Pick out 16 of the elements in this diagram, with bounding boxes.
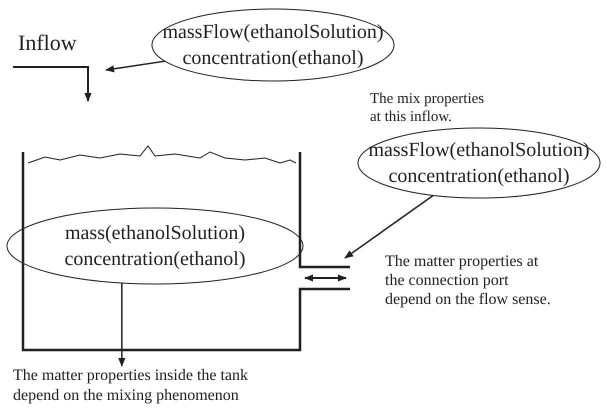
variable-text: mass(ethanolSolution): [65, 221, 245, 246]
variable-text: concentration(ethanol): [64, 247, 246, 272]
note-text: The matter properties at the connection port depend on the flow sense.: [385, 252, 552, 309]
property-ellipse: [7, 208, 303, 284]
variable-text: concentration(ethanol): [388, 164, 570, 189]
note-text: The mix properties at this inflow.: [370, 90, 486, 126]
property-ellipse: [152, 9, 394, 81]
arrow: [118, 283, 126, 367]
variable-text: concentration(ethanol): [182, 46, 364, 71]
arrow: [344, 194, 434, 259]
inflow-label: Inflow: [18, 30, 78, 55]
note-text: The matter properties inside the tank depend on the mixing phenomenon: [13, 366, 250, 406]
variable-text: massFlow(ethanolSolution): [162, 20, 384, 45]
arrow: [105, 60, 166, 72]
variable-text: massFlow(ethanolSolution): [368, 138, 590, 163]
property-ellipse: [358, 128, 600, 198]
